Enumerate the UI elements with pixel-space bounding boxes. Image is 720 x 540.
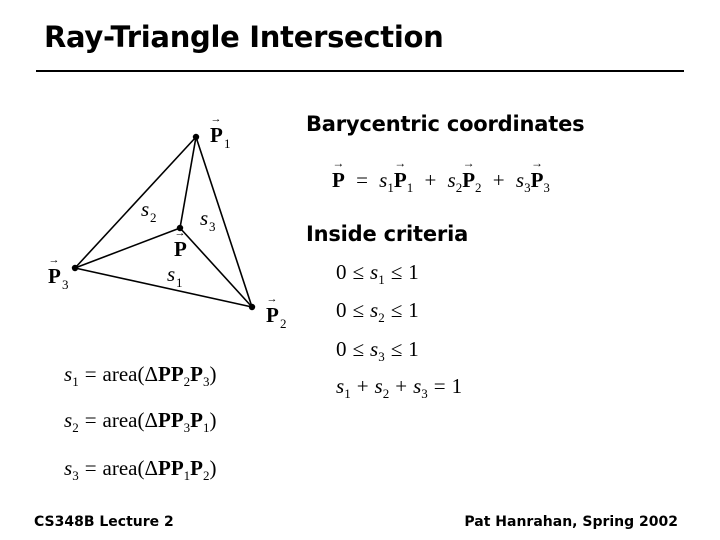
- spoke-p-p1: [179, 136, 197, 229]
- svg-text:→: →: [267, 293, 278, 305]
- criterion-sum: s1+s2+s3=1: [336, 374, 463, 401]
- label-p3-sub: 3: [62, 277, 69, 292]
- edge-p2-p3: [74, 267, 253, 308]
- edge-p1-p2: [195, 136, 253, 308]
- svg-text:s: s: [141, 197, 149, 221]
- svg-text:s: s: [200, 206, 208, 230]
- label-p1: → P 1: [210, 113, 231, 151]
- label-p2-sub: 2: [280, 316, 287, 331]
- region-label-s3: s 3: [200, 206, 216, 234]
- region-label-s1: s 1: [167, 262, 183, 290]
- vertex-dots: [71, 133, 256, 311]
- spoke-p-p2: [179, 227, 253, 308]
- inside-criteria-heading: Inside criteria: [306, 222, 469, 246]
- label-p1-sub: 1: [224, 136, 231, 151]
- region-label-s2: s 2: [141, 197, 157, 225]
- spoke-p-p3: [74, 227, 181, 269]
- vertex-p3-dot: [71, 264, 79, 272]
- point-p-dot: [176, 224, 184, 232]
- label-p2: → P 2: [266, 293, 287, 331]
- area-definition-s3: s3=area(ΔPP1P2): [64, 456, 217, 483]
- svg-text:→: →: [175, 227, 186, 239]
- svg-text:2: 2: [150, 210, 157, 225]
- label-p-center: → P: [174, 227, 187, 261]
- svg-text:→: →: [211, 113, 222, 125]
- svg-text:3: 3: [209, 219, 216, 234]
- edge-p3-p1: [74, 136, 197, 269]
- label-p1-letter: P: [210, 123, 223, 147]
- triangle-edges: [74, 136, 253, 308]
- slide-title: Ray-Triangle Intersection: [44, 20, 444, 54]
- barycentric-equation: P = s1P1 + s2P2 + s3P3: [332, 170, 550, 195]
- label-p3-letter: P: [48, 264, 61, 288]
- criterion-s1: 0≤s1≤1: [336, 260, 419, 287]
- criterion-s2: 0≤s2≤1: [336, 298, 419, 325]
- area-definition-s2: s2=area(ΔPP3P1): [64, 408, 217, 435]
- criterion-s3: 0≤s3≤1: [336, 337, 419, 364]
- svg-text:1: 1: [176, 275, 183, 290]
- vertex-p2-dot: [248, 303, 256, 311]
- footer-course: CS348B Lecture 2: [34, 514, 174, 530]
- svg-text:→: →: [49, 254, 60, 266]
- vertex-p1-dot: [192, 133, 200, 141]
- svg-text:s: s: [167, 262, 175, 286]
- area-definition-s1: s1=area(ΔPP2P3): [64, 362, 217, 389]
- title-divider: [36, 70, 684, 72]
- label-p3: → P 3: [48, 254, 69, 292]
- barycentric-heading: Barycentric coordinates: [306, 112, 585, 136]
- footer-author: Pat Hanrahan, Spring 2002: [464, 514, 678, 530]
- label-p2-letter: P: [266, 303, 279, 327]
- label-p-letter: P: [174, 237, 187, 261]
